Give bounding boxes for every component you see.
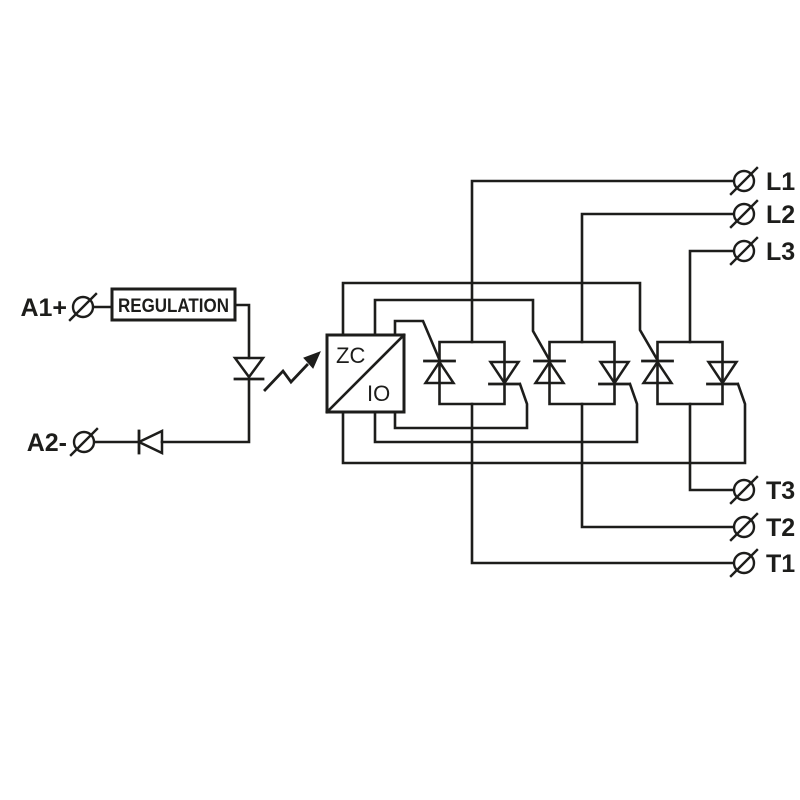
- terminal-l3-label: L3: [766, 238, 795, 266]
- gate-wire-module2-right: [373, 382, 639, 444]
- series-diode-symbol: [136, 429, 164, 455]
- triac-module-3: [641, 340, 739, 406]
- wire-l1-to-module1: [470, 179, 735, 344]
- regulation-label: REGULATION: [118, 296, 229, 317]
- zc-label: ZC: [336, 343, 365, 368]
- terminal-l1-label: L1: [766, 168, 795, 196]
- io-label: IO: [367, 381, 390, 406]
- gate-bus-bottom: [341, 382, 747, 465]
- terminal-t2-label: T2: [766, 514, 795, 542]
- zcio-diagonal: [325, 333, 406, 414]
- terminal-a1-label: A1+: [20, 294, 67, 322]
- gate-wire-module1-left: [393, 319, 442, 363]
- wire-module3-to-t3: [688, 402, 735, 492]
- zero-cross-block: ZC IO: [325, 333, 406, 414]
- wire-l2-to-module2: [580, 212, 735, 344]
- diode-triangle: [136, 429, 164, 455]
- terminal-l2-label: L2: [766, 201, 795, 229]
- wire-led-to-a2: [160, 377, 251, 444]
- terminal-t3-label: T3: [766, 477, 795, 505]
- terminal-t2: [729, 512, 759, 542]
- gate-wire-module3-right: [341, 382, 747, 465]
- terminal-t1: [729, 548, 759, 578]
- wire-module1-to-t1: [470, 402, 735, 565]
- light-arrow-head: [303, 351, 321, 369]
- terminal-l1: [729, 166, 759, 196]
- line-terminals: L1 L2 L3: [729, 166, 795, 266]
- gate-wire-module1-right: [393, 382, 529, 430]
- led-triangle: [232, 356, 266, 380]
- power-wiring: [470, 179, 735, 565]
- light-signal-arrow-icon: [263, 351, 321, 392]
- triac-module-2: [533, 340, 631, 406]
- terminal-t1-label: T1: [766, 550, 795, 578]
- zcio-box: [325, 333, 406, 414]
- light-arrow-zigzag: [263, 363, 309, 392]
- terminal-a2-label: A2-: [27, 429, 67, 457]
- led-symbol: [232, 356, 266, 381]
- terminal-l2: [729, 199, 759, 229]
- gate-bus-top: [341, 281, 660, 363]
- wire-l3-to-module3: [688, 249, 735, 344]
- terminal-l3: [729, 236, 759, 266]
- terminal-t3: [729, 475, 759, 505]
- wire-regulation-to-led: [233, 303, 251, 360]
- control-input-section: A1+ REGULATION A2-: [20, 287, 321, 457]
- wire-module2-to-t2: [580, 402, 735, 529]
- gate-wire-module3-left: [341, 281, 660, 363]
- gate-wire-module2-left: [373, 298, 552, 363]
- terminal-a1: [68, 292, 98, 322]
- triac-module-1: [423, 340, 521, 406]
- terminal-a2: [69, 427, 99, 457]
- load-terminals: T3 T2 T1: [729, 475, 795, 578]
